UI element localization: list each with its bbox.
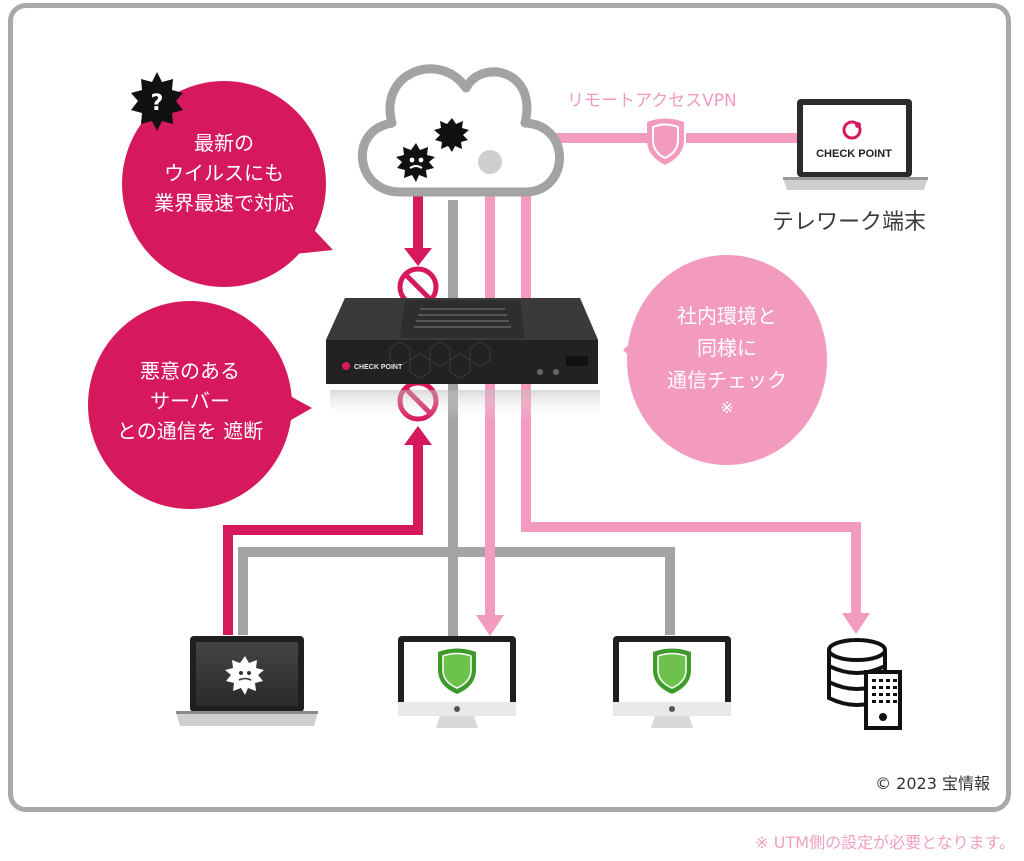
virus-bubble (122, 81, 333, 287)
internal-bubble-line-3: 通信チェック (667, 368, 787, 392)
infected-laptop (176, 636, 318, 726)
vpn-shield-icon (647, 118, 684, 165)
internal-bubble (623, 255, 827, 465)
internal-bubble-text: 社内環境と 同様に 通信チェック ※ (627, 300, 827, 420)
telework-brand-label: CHECK POINT (816, 148, 892, 160)
virus-bubble-line-3: 業界最速で対応 (154, 191, 294, 215)
utm-brand-label: CHECK POINT (354, 364, 403, 371)
question-burst-icon: ? (131, 72, 183, 131)
vpn-label: リモートアクセスVPN (567, 91, 737, 111)
green-shield-icon (653, 648, 691, 694)
copyright-text: © 2023 宝情報 (875, 774, 990, 793)
internal-bubble-line-1: 社内環境と (677, 304, 777, 328)
server-bubble-line-1: 悪意のある (140, 359, 240, 383)
virus-bubble-line-1: 最新の (194, 131, 254, 155)
magenta-arrow-heads (404, 248, 432, 445)
internal-bubble-line-2: 同様に (697, 336, 757, 360)
virus-bubble-line-2: ウイルスにも (164, 161, 284, 185)
block-top-icon (397, 266, 439, 308)
database-server-icon (827, 638, 902, 730)
virus-icon (225, 656, 264, 695)
telework-laptop: CHECK POINT (783, 99, 928, 190)
server-bubble-line-2: サーバー (150, 389, 230, 413)
server-bubble-line-3: との通信を 遮断 (116, 419, 264, 443)
cloud-virus-icon (434, 118, 469, 152)
telework-label: テレワーク端末 (772, 210, 927, 235)
virus-bubble-text: 最新の ウイルスにも 業界最速で対応 (124, 128, 324, 218)
server-bubble (88, 301, 312, 509)
cloud-virus-face-icon (396, 143, 435, 182)
server-bubble-text: 悪意のある サーバー との通信を 遮断 (90, 356, 290, 446)
svg-text:?: ? (151, 91, 164, 116)
footnote-text: ※ UTM側の設定が必要となります。 (755, 833, 1015, 852)
internal-bubble-line-4: ※ (720, 398, 734, 417)
green-shield-icon (438, 648, 476, 694)
cloud-traffic-dot (478, 150, 502, 174)
pink-arrow-heads (476, 613, 870, 636)
protected-desktop-1 (398, 636, 516, 728)
protected-desktop-2 (613, 636, 731, 728)
checkpoint-utm-device: CHECK POINT (326, 298, 600, 420)
magenta-blocked-lines (223, 193, 423, 635)
